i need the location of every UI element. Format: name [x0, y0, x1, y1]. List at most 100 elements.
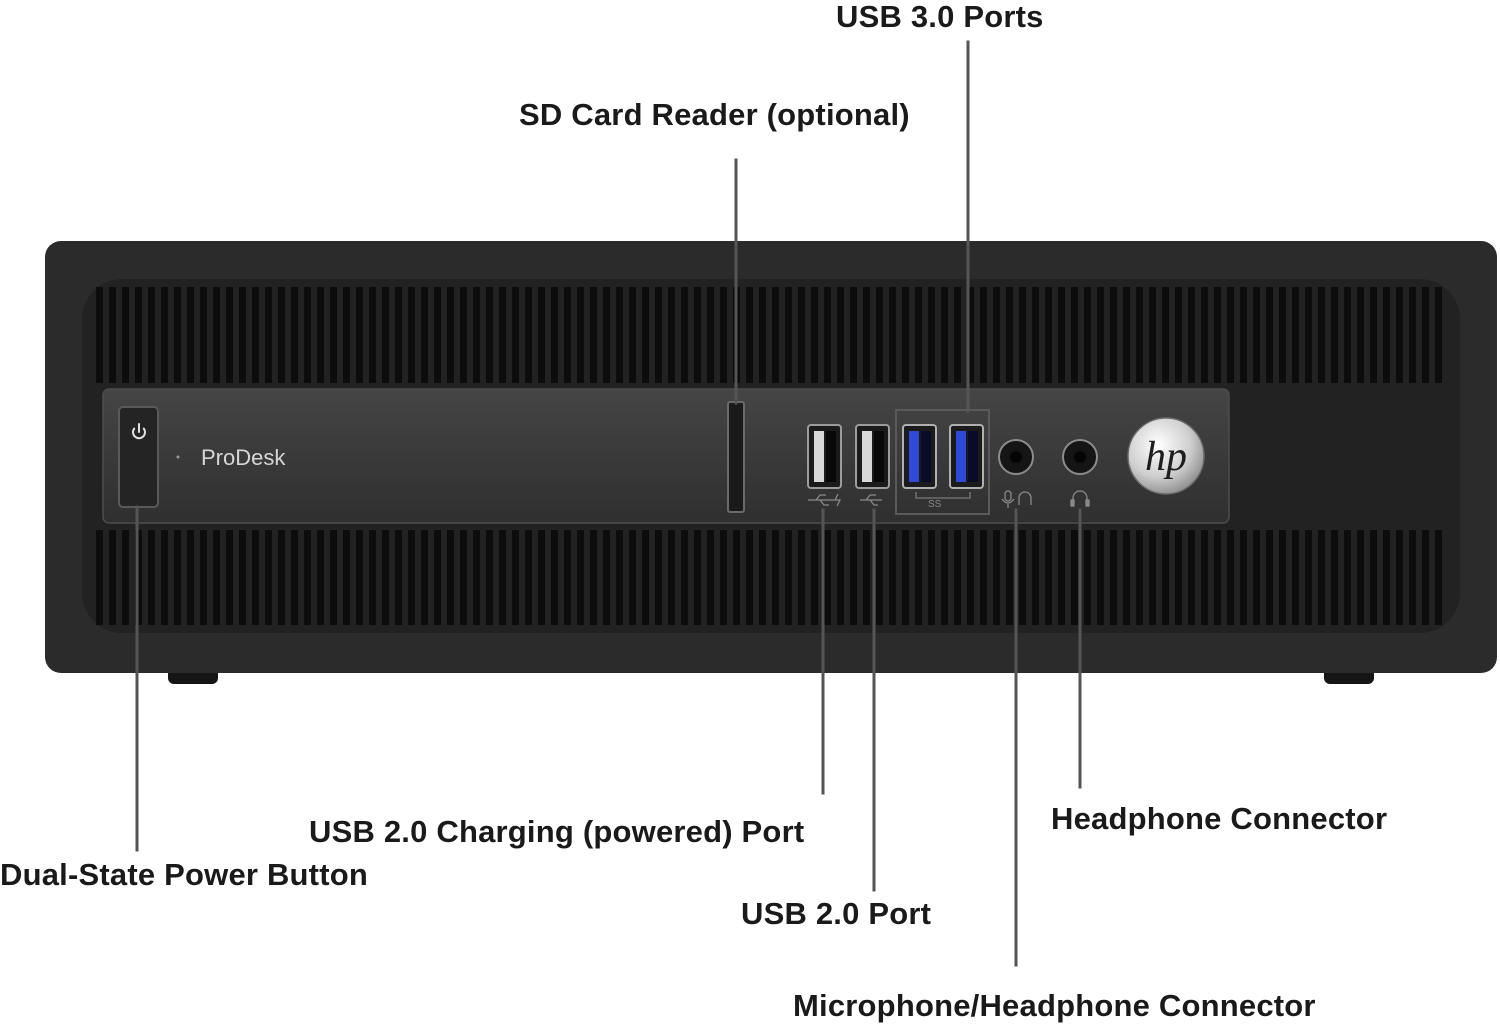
vent-slot — [1344, 287, 1351, 383]
vent-slot — [967, 287, 974, 383]
usb3-port-group-frame — [895, 409, 990, 515]
vent-grille-bottom — [96, 530, 1442, 625]
vent-slot — [317, 530, 324, 625]
vent-slot — [239, 287, 246, 383]
vent-slot — [252, 530, 259, 625]
vent-slot — [330, 287, 337, 383]
vent-slot — [395, 530, 402, 625]
vent-slot — [213, 287, 220, 383]
vent-slot — [811, 530, 818, 625]
vent-slot — [902, 287, 909, 383]
vent-slot — [278, 287, 285, 383]
hp-logo: hp — [1127, 417, 1205, 495]
vent-slot — [1162, 287, 1169, 383]
vent-slot — [642, 287, 649, 383]
vent-slot — [642, 530, 649, 625]
vent-slot — [512, 287, 519, 383]
vent-slot — [798, 287, 805, 383]
vent-slot — [187, 287, 194, 383]
vent-slot — [1084, 287, 1091, 383]
vent-slot — [759, 287, 766, 383]
vent-slot — [1162, 530, 1169, 625]
callout-microphone-headphone-connector: Microphone/Headphone Connector — [793, 988, 1316, 1023]
vent-slot — [174, 530, 181, 625]
vent-slot — [824, 530, 831, 625]
front-panel — [102, 388, 1230, 524]
headphone-jack[interactable] — [1062, 439, 1098, 475]
vent-slot — [265, 530, 272, 625]
callout-sd-card-reader: SD Card Reader (optional) — [519, 97, 910, 132]
vent-slot — [590, 530, 597, 625]
vent-slot — [993, 287, 1000, 383]
vent-slot — [356, 287, 363, 383]
vent-slot — [1318, 530, 1325, 625]
vent-slot — [304, 530, 311, 625]
vent-slot — [1097, 287, 1104, 383]
vent-slot — [1188, 287, 1195, 383]
vent-slot — [668, 530, 675, 625]
vent-slot — [720, 530, 727, 625]
vent-slot — [135, 287, 142, 383]
vent-slot — [200, 530, 207, 625]
vent-slot — [434, 287, 441, 383]
vent-slot — [616, 530, 623, 625]
vent-slot — [1383, 287, 1390, 383]
vent-slot — [1136, 530, 1143, 625]
usb3-port-1[interactable] — [902, 424, 937, 489]
vent-slot — [434, 530, 441, 625]
vent-slot — [525, 287, 532, 383]
power-button[interactable] — [118, 406, 159, 508]
vent-slot — [629, 287, 636, 383]
vent-slot — [1201, 530, 1208, 625]
vent-slot — [1253, 287, 1260, 383]
microphone-headphone-jack[interactable] — [998, 439, 1034, 475]
vent-slot — [161, 530, 168, 625]
vent-slot — [668, 287, 675, 383]
vent-slot — [525, 530, 532, 625]
vent-slot — [707, 530, 714, 625]
headphone-icon — [1018, 490, 1090, 507]
vent-slot — [837, 530, 844, 625]
vent-slot — [1396, 530, 1403, 625]
vent-slot — [421, 287, 428, 383]
vent-slot — [980, 530, 987, 625]
vent-slot — [369, 530, 376, 625]
vent-slot — [1292, 530, 1299, 625]
vent-slot — [1175, 287, 1182, 383]
usb2-port[interactable] — [855, 424, 890, 489]
vent-slot — [1396, 287, 1403, 383]
vent-slot — [720, 287, 727, 383]
vent-slot — [1266, 287, 1273, 383]
vent-slot — [200, 287, 207, 383]
vent-slot — [486, 287, 493, 383]
vent-slot — [473, 287, 480, 383]
vent-slot — [681, 530, 688, 625]
vent-slot — [954, 530, 961, 625]
usb3-marking-bracket — [915, 492, 971, 499]
vent-slot — [330, 530, 337, 625]
vent-slot — [213, 530, 220, 625]
vent-slot — [1370, 287, 1377, 383]
sd-card-slot[interactable] — [727, 401, 745, 513]
model-label: ProDesk — [201, 445, 286, 470]
vent-slot — [226, 530, 233, 625]
vent-slot — [577, 287, 584, 383]
usb3-port-2[interactable] — [949, 424, 984, 489]
drive-activity-led — [176, 455, 180, 459]
vent-slot — [837, 287, 844, 383]
vent-slot — [1227, 287, 1234, 383]
vent-slot — [460, 530, 467, 625]
vent-slot — [486, 530, 493, 625]
vent-slot — [1266, 530, 1273, 625]
vent-slot — [1305, 287, 1312, 383]
vent-slot — [109, 530, 116, 625]
vent-slot — [551, 287, 558, 383]
vent-slot — [421, 530, 428, 625]
vent-slot — [473, 530, 480, 625]
vent-slot — [655, 530, 662, 625]
vent-slot — [1422, 530, 1429, 625]
usb2-charging-port[interactable] — [807, 424, 842, 489]
vent-slot — [343, 287, 350, 383]
